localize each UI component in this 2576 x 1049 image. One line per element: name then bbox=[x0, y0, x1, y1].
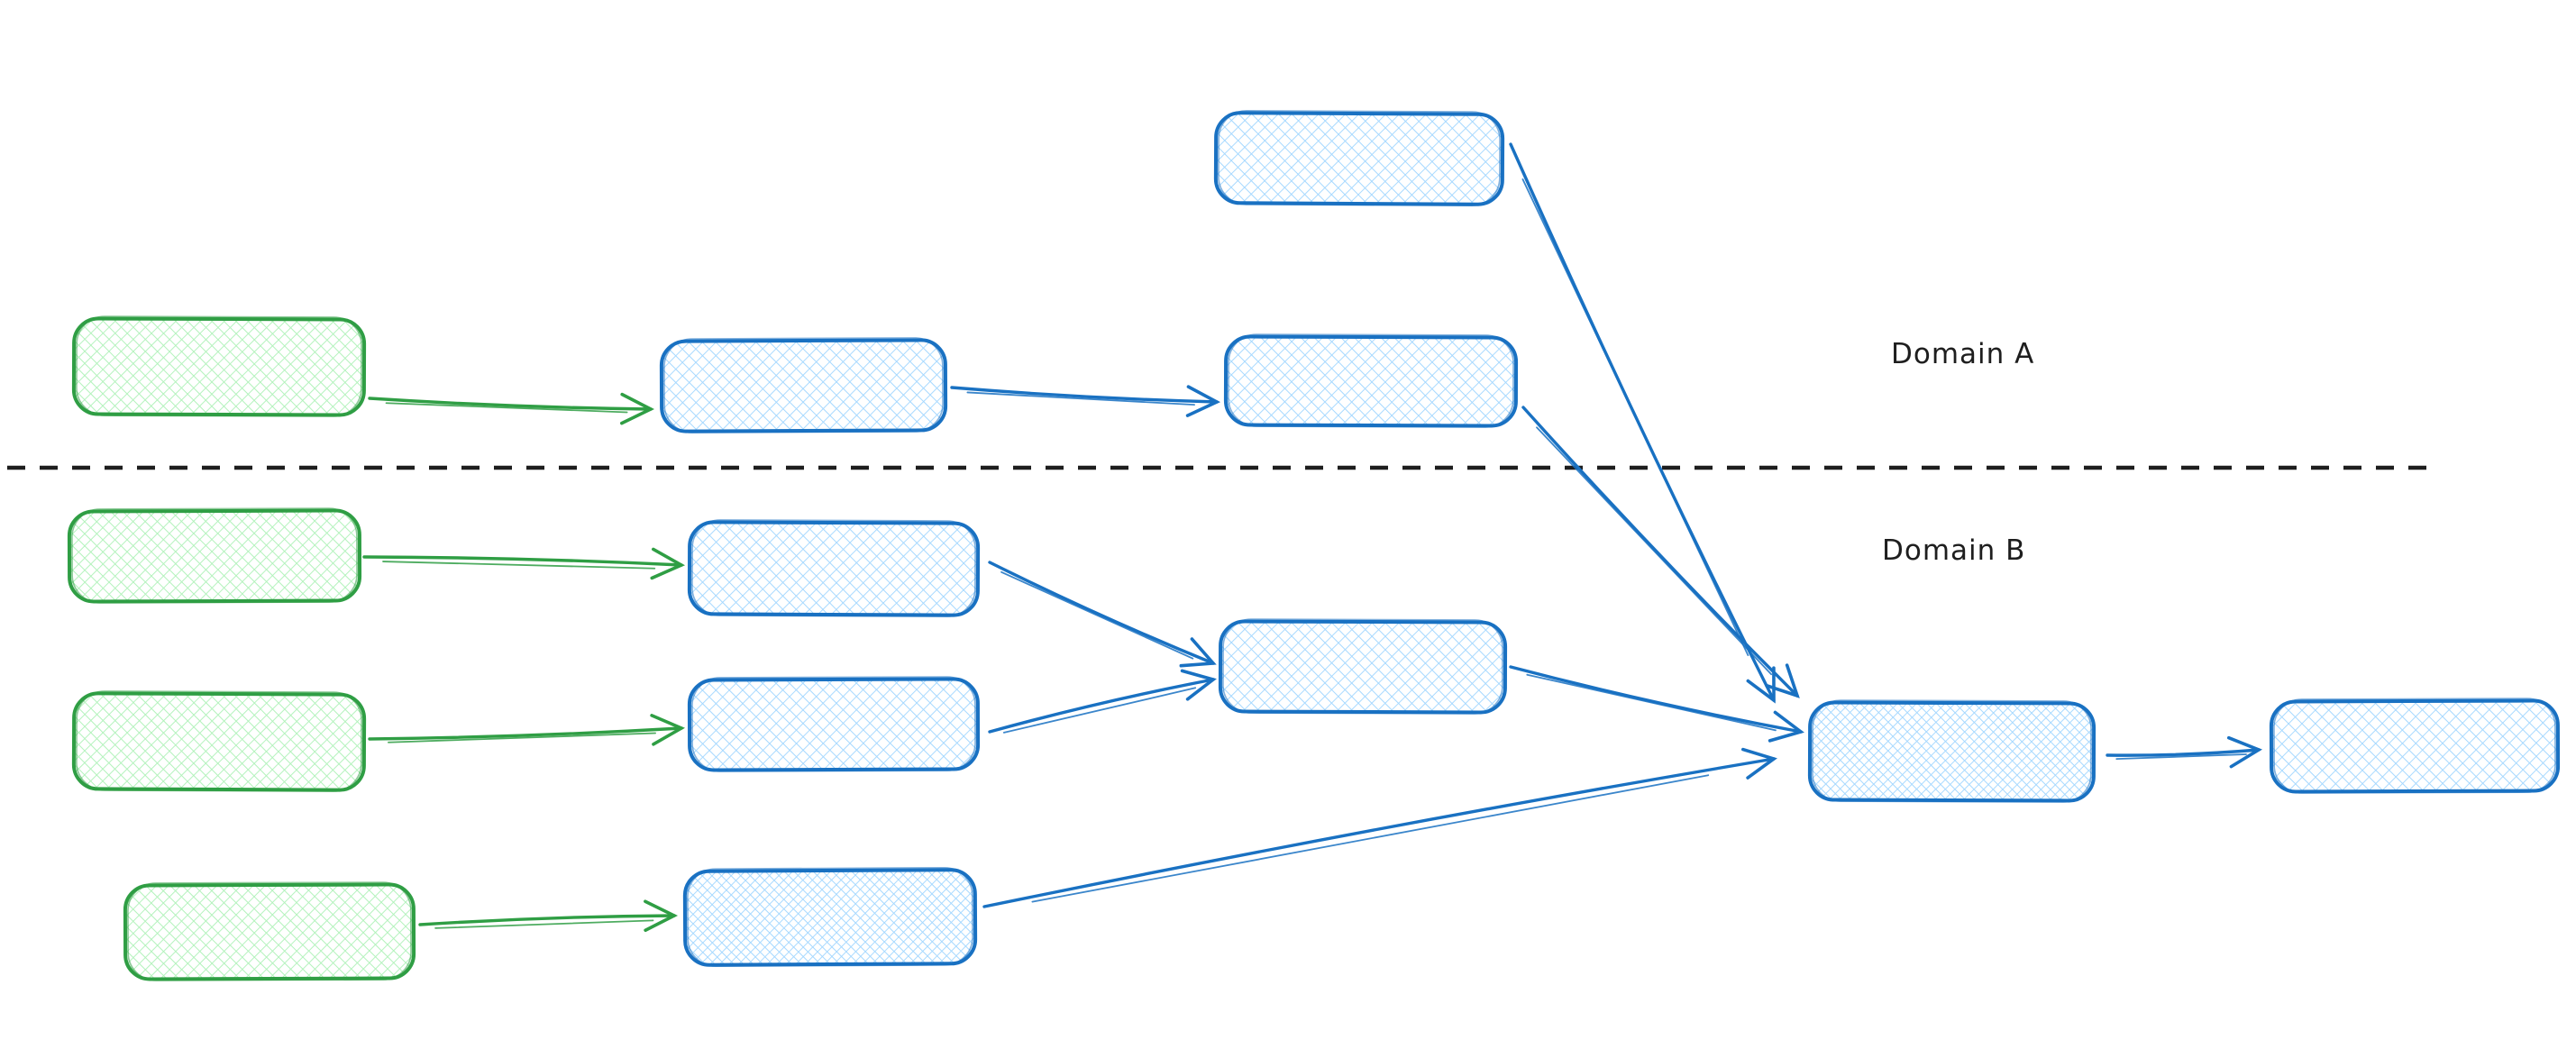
arrow-row1-left-to-right-sketch-stroke bbox=[966, 391, 1195, 406]
arrow-green-2-to-row2-line bbox=[362, 547, 686, 580]
green-box-2-sketch-stroke bbox=[71, 507, 358, 604]
blue-box-row2-sketch-stroke bbox=[691, 519, 976, 617]
blue-box-row3[interactable] bbox=[687, 676, 981, 772]
arrow-green-4-to-row4[interactable] bbox=[418, 899, 679, 933]
blue-box-top[interactable] bbox=[1213, 109, 1505, 207]
green-box-4-sketch-stroke bbox=[127, 881, 412, 981]
arrow-row4-to-merge-right-line bbox=[982, 747, 1777, 908]
blue-box-top-sketch-stroke bbox=[1218, 109, 1501, 207]
arrow-row1-to-merge-right-sketch-stroke bbox=[1536, 426, 1773, 676]
green-box-1-sketch-stroke bbox=[76, 315, 362, 417]
blue-box-final-sketch-stroke bbox=[2273, 698, 2556, 794]
arrow-merge-right-to-final-sketch-stroke bbox=[2115, 753, 2247, 761]
blue-box-merge-mid-body bbox=[1218, 619, 1508, 715]
arrow-row1-to-merge-right[interactable] bbox=[1521, 406, 1800, 698]
arrow-row4-to-merge-right-sketch-stroke bbox=[1031, 774, 1710, 903]
blue-box-row3-body bbox=[687, 677, 981, 772]
arrow-merge-right-to-final[interactable] bbox=[2106, 735, 2263, 769]
blue-box-row4[interactable] bbox=[682, 866, 978, 968]
green-box-3[interactable] bbox=[71, 690, 367, 792]
blue-box-row1-left-body bbox=[659, 338, 948, 433]
arrow-merge-mid-to-right-line bbox=[1509, 665, 1804, 743]
arrow-green-3-to-row3-line bbox=[368, 714, 686, 746]
arrow-row3-to-merge-mid[interactable] bbox=[988, 669, 1217, 734]
arrow-green-1-to-row1-sketch-stroke bbox=[385, 402, 628, 414]
arrow-merge-right-to-final-line bbox=[2106, 735, 2263, 769]
blue-box-merge-mid-sketch-stroke bbox=[1222, 618, 1503, 715]
blue-box-merge-right-sketch-stroke bbox=[1812, 699, 2092, 803]
arrow-merge-mid-to-right-sketch-stroke bbox=[1526, 673, 1777, 732]
blue-box-top-body bbox=[1213, 111, 1505, 206]
blue-box-row1-right-sketch-stroke bbox=[1228, 333, 1514, 428]
green-box-1-body bbox=[71, 316, 367, 417]
arrow-merge-mid-to-right[interactable] bbox=[1509, 665, 1804, 743]
green-box-1[interactable] bbox=[71, 315, 367, 417]
arrow-row2-to-merge-mid-sketch-stroke bbox=[1000, 570, 1194, 660]
blue-box-row4-sketch-stroke bbox=[687, 866, 973, 968]
blue-box-row1-left-sketch-stroke bbox=[663, 337, 944, 433]
green-box-3-body bbox=[71, 691, 367, 792]
arrow-green-3-to-row3-sketch-stroke bbox=[388, 732, 656, 743]
arrow-top-to-merge-right[interactable] bbox=[1509, 142, 1776, 704]
arrow-row3-to-merge-mid-line bbox=[988, 669, 1217, 734]
blue-box-merge-right[interactable] bbox=[1807, 699, 2096, 803]
arrow-green-4-to-row4-sketch-stroke bbox=[434, 919, 654, 929]
arrow-green-1-to-row1-line bbox=[368, 392, 655, 425]
blue-box-row1-right[interactable] bbox=[1223, 333, 1519, 428]
blue-box-row3-sketch-stroke bbox=[691, 676, 976, 772]
blue-box-merge-mid[interactable] bbox=[1218, 618, 1508, 715]
blue-box-merge-right-body bbox=[1807, 700, 2096, 803]
blue-box-row1-right-body bbox=[1223, 334, 1519, 428]
arrow-green-4-to-row4-line bbox=[418, 899, 679, 933]
arrow-row1-left-to-right-line bbox=[950, 385, 1221, 417]
arrow-row1-left-to-right[interactable] bbox=[950, 385, 1221, 417]
domain-b-label: Domain B bbox=[1882, 534, 2025, 567]
blue-box-row2[interactable] bbox=[687, 519, 981, 617]
blue-box-row2-body bbox=[687, 520, 981, 617]
arrow-top-to-merge-right-sketch-stroke bbox=[1521, 178, 1749, 656]
green-box-2-body bbox=[67, 508, 362, 604]
arrow-row1-to-merge-right-line bbox=[1521, 406, 1800, 698]
arrow-row2-to-merge-mid-line bbox=[988, 561, 1217, 668]
green-box-2[interactable] bbox=[67, 507, 362, 604]
arrow-row2-to-merge-mid[interactable] bbox=[988, 561, 1217, 668]
arrow-row4-to-merge-right[interactable] bbox=[982, 747, 1777, 908]
domain-a-label: Domain A bbox=[1891, 338, 2034, 370]
green-box-4-body bbox=[123, 882, 416, 981]
blue-box-row4-body bbox=[682, 868, 978, 967]
arrow-green-3-to-row3[interactable] bbox=[368, 714, 686, 746]
blue-box-final[interactable] bbox=[2269, 698, 2561, 794]
arrow-green-2-to-row2-sketch-stroke bbox=[382, 561, 656, 570]
blue-box-final-body bbox=[2269, 698, 2561, 794]
arrow-green-2-to-row2[interactable] bbox=[362, 547, 686, 580]
arrow-green-1-to-row1[interactable] bbox=[368, 392, 655, 425]
green-box-4[interactable] bbox=[123, 881, 416, 981]
green-box-3-sketch-stroke bbox=[76, 690, 362, 792]
arrow-row3-to-merge-mid-sketch-stroke bbox=[1003, 687, 1197, 734]
blue-box-row1-left[interactable] bbox=[659, 337, 948, 433]
